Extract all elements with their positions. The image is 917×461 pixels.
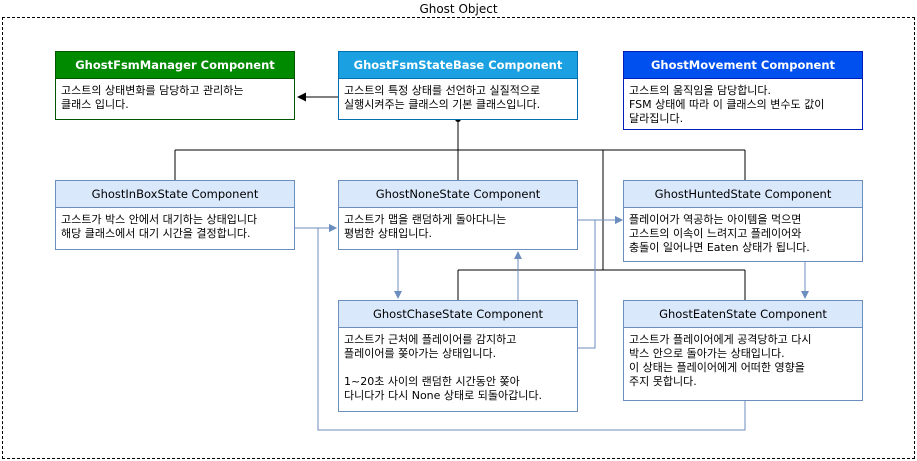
node-title: GhostHuntedState Component (624, 181, 862, 208)
node-ghost-movement: GhostMovement Component 고스트의 움직임을 담당합니다.… (623, 51, 863, 130)
node-description: 플레이어가 역공하는 아이템을 먹으면 고스트의 이속이 느려지고 플레이어와 … (629, 213, 810, 254)
node-description: 고스트가 플레이어에게 공격당하고 다시 박스 안으로 돌아가는 상태입니다. … (629, 333, 812, 388)
node-ghost-none-state: GhostNoneState Component 고스트가 맵을 랜덤하게 돌아… (338, 180, 578, 250)
edge-chase-to-hunted (578, 216, 623, 349)
node-title: GhostInBoxState Component (56, 181, 294, 208)
node-title: GhostChaseState Component (339, 301, 577, 328)
node-ghost-in-box-state: GhostInBoxState Component 고스트가 박스 안에서 대기… (55, 180, 295, 250)
ghost-object-container (2, 17, 915, 459)
node-title: GhostMovement Component (624, 52, 862, 79)
edge-eaten-to-inbox (317, 224, 746, 431)
node-description: 고스트가 박스 안에서 대기하는 상태입니다 해당 클래스에서 대기 시간을 결… (61, 213, 258, 240)
node-ghost-eaten-state: GhostEatenState Component 고스트가 플레이어에게 공격… (623, 300, 863, 401)
node-title: GhostFsmManager Component (56, 52, 294, 79)
node-ghost-hunted-state: GhostHuntedState Component 플레이어가 역공하는 아이… (623, 180, 863, 262)
node-ghost-fsm-state-base: GhostFsmStateBase Component 고스트의 특정 상태를 … (338, 51, 578, 120)
node-description: 고스트의 상태변화를 담당하고 관리하는 클래스 입니다. (61, 84, 244, 111)
node-description: 고스트가 근처에 플레이어를 감지하고 플레이어를 쫒아가는 상태입니다. 1~… (344, 333, 542, 402)
node-title: GhostEatenState Component (624, 301, 862, 328)
container-title: Ghost Object (419, 2, 498, 16)
node-description: 고스트가 맵을 랜덤하게 돌아다니는 평범한 상태입니다. (344, 213, 507, 240)
node-ghost-chase-state: GhostChaseState Component 고스트가 근처에 플레이어를… (338, 300, 578, 412)
node-description: 고스트의 특정 상태를 선언하고 실질적으로 실행시켜주는 클래스의 기본 클래… (344, 84, 541, 111)
node-ghost-fsm-manager: GhostFsmManager Component 고스트의 상태변화를 담당하… (55, 51, 295, 120)
node-title: GhostNoneState Component (339, 181, 577, 208)
node-title: GhostFsmStateBase Component (339, 52, 577, 79)
node-description: 고스트의 움직임을 담당합니다. FSM 상태에 따라 이 클래스의 변수도 값… (629, 84, 825, 125)
